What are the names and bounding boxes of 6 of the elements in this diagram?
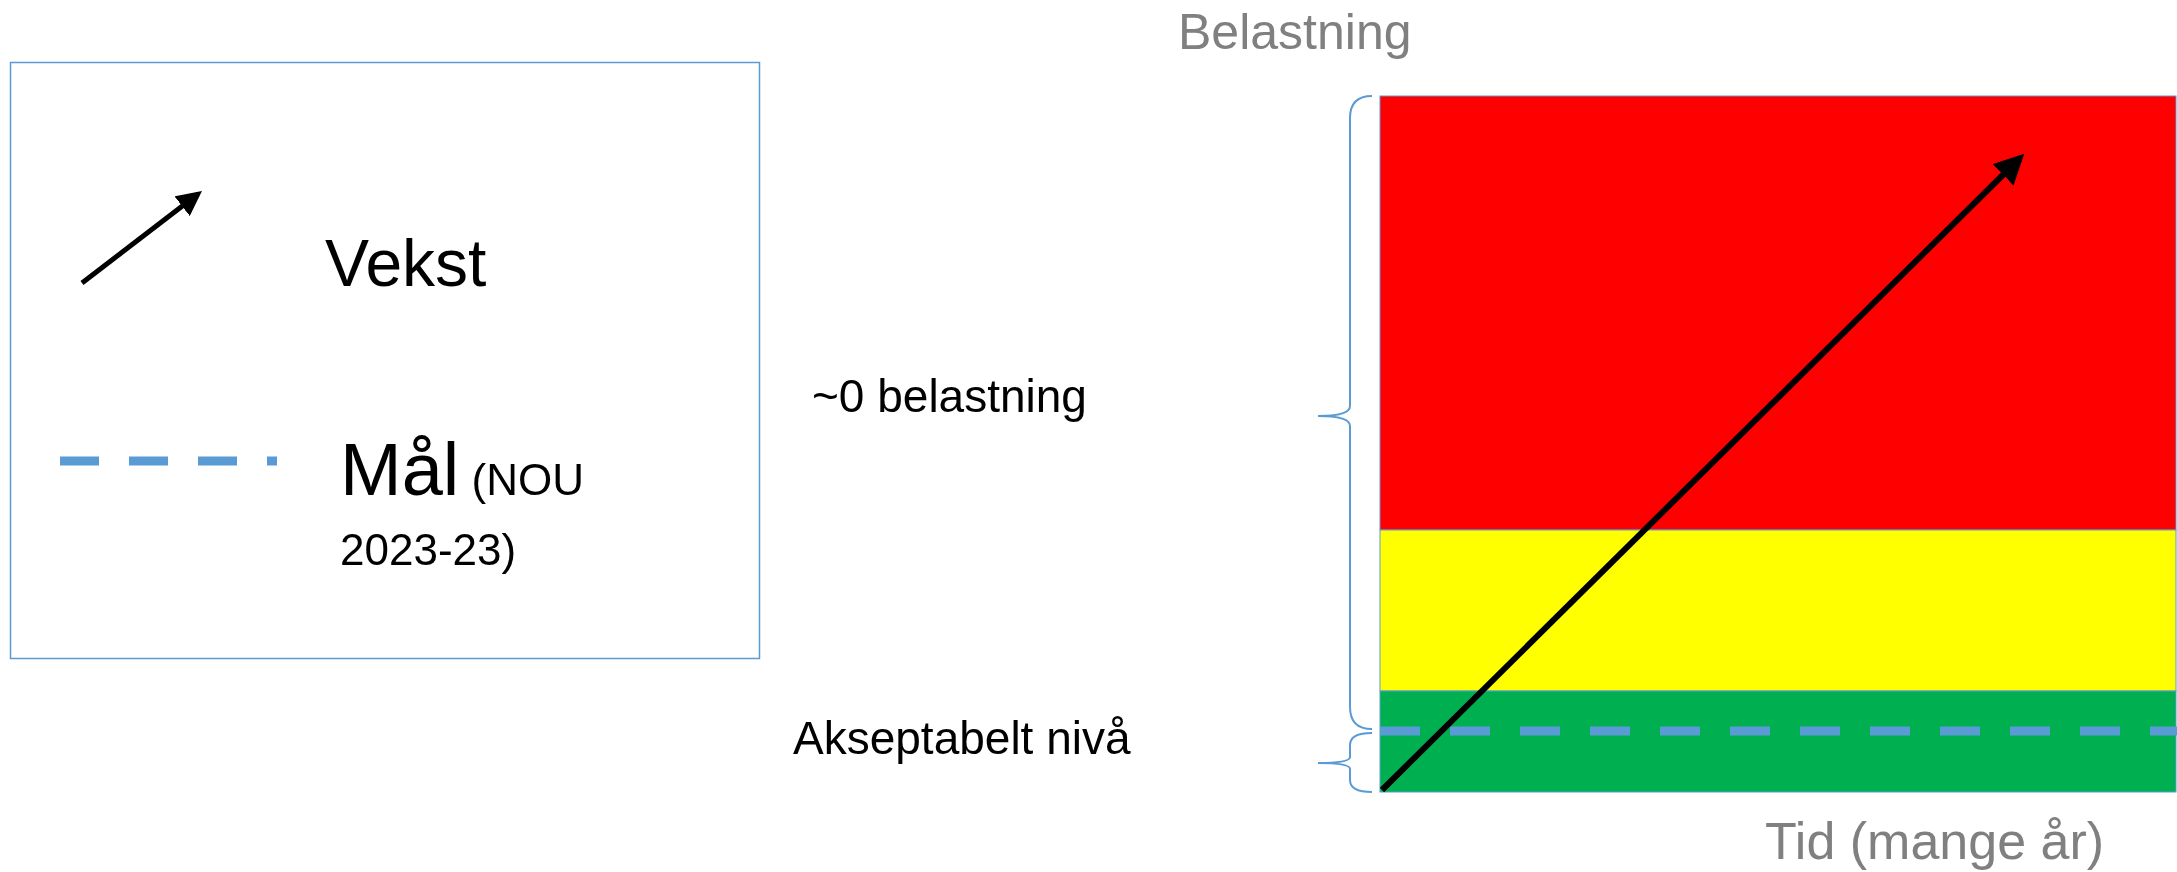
legend-label: Mål (NOU 2023-23) (340, 427, 585, 576)
axis-title: Belastning (1178, 4, 1412, 62)
axis-title: Tid (mange år) (1765, 812, 2105, 872)
bracket-label: ~0 belastning (812, 370, 1087, 423)
legend-label: Vekst (325, 226, 487, 302)
bracket-label: Akseptabelt nivå (793, 712, 1131, 765)
